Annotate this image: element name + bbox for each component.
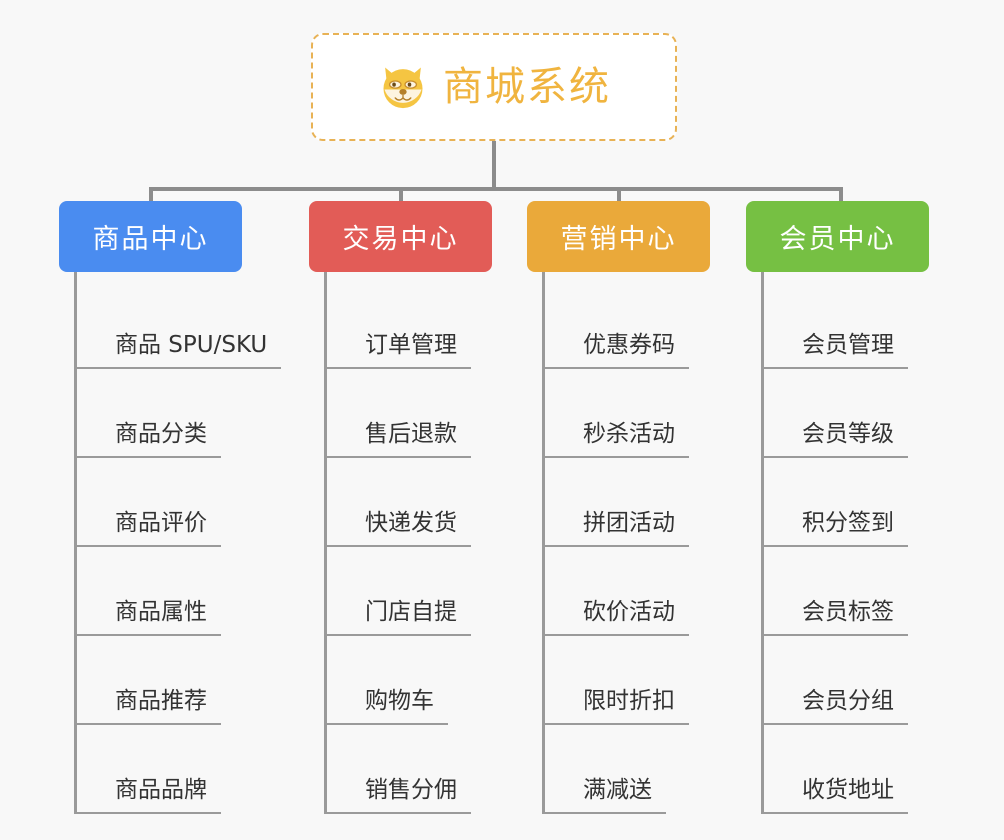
- branch-product-center: 商品 SPU/SKU 商品分类 商品评价 商品属性 商品推荐 商品品牌: [74, 272, 282, 814]
- leaf-item[interactable]: 售后退款: [327, 369, 492, 458]
- leaf-label: 优惠券码: [545, 332, 689, 369]
- connector-root-stem: [492, 141, 496, 191]
- leaf-label: 秒杀活动: [545, 421, 689, 458]
- leaf-item[interactable]: 商品 SPU/SKU: [77, 280, 282, 369]
- leaf-label: 门店自提: [327, 599, 471, 636]
- leaf-item[interactable]: 商品属性: [77, 547, 242, 636]
- column-marketing-center: 营销中心 优惠券码 秒杀活动 拼团活动 砍价活动 限时折扣 满减送: [527, 201, 710, 814]
- branch-trade-center: 订单管理 售后退款 快递发货 门店自提 购物车 销售分佣: [324, 272, 492, 814]
- leaf-item[interactable]: 商品推荐: [77, 636, 242, 725]
- leaf-label: 商品推荐: [77, 688, 221, 725]
- leaf-label: 商品属性: [77, 599, 221, 636]
- leaf-label: 会员等级: [764, 421, 908, 458]
- leaf-item[interactable]: 会员分组: [764, 636, 929, 725]
- shiba-inu-dog-face-icon: [383, 67, 423, 110]
- leaf-label: 商品品牌: [77, 777, 221, 814]
- category-header-marketing-center[interactable]: 营销中心: [527, 201, 710, 272]
- leaf-item[interactable]: 满减送: [545, 725, 710, 814]
- category-header-product-center[interactable]: 商品中心: [59, 201, 242, 272]
- branch-member-center: 会员管理 会员等级 积分签到 会员标签 会员分组 收货地址: [761, 272, 929, 814]
- leaf-item[interactable]: 商品评价: [77, 458, 242, 547]
- leaf-item[interactable]: 商品品牌: [77, 725, 242, 814]
- leaf-item[interactable]: 快递发货: [327, 458, 492, 547]
- leaf-item[interactable]: 拼团活动: [545, 458, 710, 547]
- leaf-label: 快递发货: [327, 510, 471, 547]
- leaf-label: 限时折扣: [545, 688, 689, 725]
- column-member-center: 会员中心 会员管理 会员等级 积分签到 会员标签 会员分组 收货地址: [746, 201, 929, 814]
- leaf-label: 购物车: [327, 688, 448, 725]
- leaf-label: 订单管理: [327, 332, 471, 369]
- leaf-label: 砍价活动: [545, 599, 689, 636]
- leaf-item[interactable]: 商品分类: [77, 369, 242, 458]
- leaf-item[interactable]: 会员标签: [764, 547, 929, 636]
- leaf-item[interactable]: 限时折扣: [545, 636, 710, 725]
- leaf-item[interactable]: 积分签到: [764, 458, 929, 547]
- leaf-item[interactable]: 优惠券码: [545, 280, 710, 369]
- leaf-item[interactable]: 秒杀活动: [545, 369, 710, 458]
- leaf-label: 积分签到: [764, 510, 908, 547]
- column-product-center: 商品中心 商品 SPU/SKU 商品分类 商品评价 商品属性 商品推荐 商品品牌: [59, 201, 282, 814]
- leaf-item[interactable]: 会员管理: [764, 280, 929, 369]
- category-header-member-center[interactable]: 会员中心: [746, 201, 929, 272]
- leaf-label: 销售分佣: [327, 777, 471, 814]
- category-header-trade-center[interactable]: 交易中心: [309, 201, 492, 272]
- leaf-label: 收货地址: [764, 777, 908, 814]
- leaf-label: 商品评价: [77, 510, 221, 547]
- leaf-item[interactable]: 门店自提: [327, 547, 492, 636]
- category-label: 交易中心: [342, 224, 459, 255]
- leaf-label: 会员分组: [764, 688, 908, 725]
- leaf-item[interactable]: 订单管理: [327, 280, 492, 369]
- leaf-item[interactable]: 会员等级: [764, 369, 929, 458]
- leaf-item[interactable]: 销售分佣: [327, 725, 492, 814]
- category-label: 营销中心: [560, 224, 677, 255]
- branch-marketing-center: 优惠券码 秒杀活动 拼团活动 砍价活动 限时折扣 满减送: [542, 272, 710, 814]
- leaf-item[interactable]: 收货地址: [764, 725, 929, 814]
- leaf-label: 满减送: [545, 777, 666, 814]
- leaf-label: 会员标签: [764, 599, 908, 636]
- column-trade-center: 交易中心 订单管理 售后退款 快递发货 门店自提 购物车 销售分佣: [309, 201, 492, 814]
- root-node-mall-system[interactable]: 商城系统: [311, 33, 677, 141]
- root-title: 商城系统: [443, 64, 611, 110]
- category-label: 商品中心: [92, 224, 209, 255]
- leaf-label: 拼团活动: [545, 510, 689, 547]
- leaf-item[interactable]: 砍价活动: [545, 547, 710, 636]
- category-label: 会员中心: [779, 224, 896, 255]
- leaf-label: 售后退款: [327, 421, 471, 458]
- leaf-item[interactable]: 购物车: [327, 636, 492, 725]
- leaf-label: 会员管理: [764, 332, 908, 369]
- connector-horizontal-bar: [149, 187, 843, 191]
- leaf-label: 商品 SPU/SKU: [77, 332, 282, 369]
- leaf-label: 商品分类: [77, 421, 221, 458]
